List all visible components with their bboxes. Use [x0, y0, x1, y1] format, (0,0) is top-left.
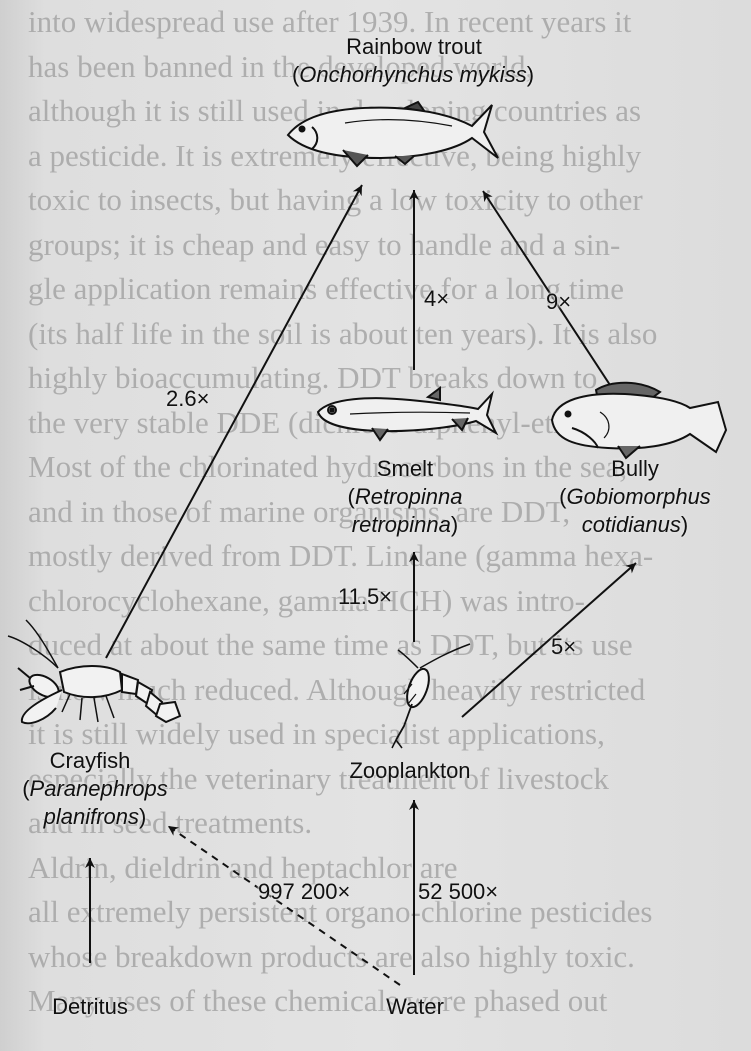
smelt-scientific-line2: retropinna)	[320, 511, 490, 539]
bully-common-label: Bully	[580, 455, 690, 483]
water-label: Water	[360, 993, 470, 1021]
bully-scientific-part2: cotidianus	[582, 512, 681, 537]
zooplankton-label: Zooplankton	[320, 757, 500, 785]
crayfish-scientific-part2: planifrons	[44, 804, 139, 829]
smelt-scientific-part2: retropinna	[352, 512, 451, 537]
arrow-bully-to-trout	[483, 191, 610, 385]
bully-scientific-part1: Gobiomorphus	[567, 484, 711, 509]
crayfish-icon	[8, 620, 180, 723]
arrow-zooplankton-to-bully	[462, 563, 636, 717]
crayfish-scientific-line1: (Paranephrops	[6, 775, 184, 803]
factor-water-to-zooplankton: 52 500×	[418, 879, 498, 905]
bully-scientific-line1: (Gobiomorphus	[530, 483, 740, 511]
smelt-icon	[318, 388, 496, 440]
detritus-label: Detritus	[30, 993, 150, 1021]
crayfish-common-label: Crayfish	[20, 747, 160, 775]
factor-bully-to-trout: 9×	[546, 289, 571, 315]
arrow-crayfish-to-trout	[106, 185, 362, 658]
factor-zooplankton-to-smelt: 11.5×	[338, 584, 392, 610]
arrow-water-to-crayfish	[168, 826, 400, 985]
bully-icon	[552, 383, 726, 458]
smelt-scientific-part1: Retropinna	[355, 484, 463, 509]
trout-scientific-name: Onchorhynchus mykiss	[299, 62, 526, 87]
factor-zooplankton-to-bully: 5×	[551, 634, 576, 660]
smelt-common-label: Smelt	[350, 455, 460, 483]
crayfish-scientific-line2: planifrons)	[6, 803, 184, 831]
factor-water-to-crayfish: 997 200×	[258, 879, 350, 905]
smelt-scientific-line1: (Retropinna	[320, 483, 490, 511]
trout-scientific-label: (Onchorhynchus mykiss)	[248, 61, 578, 89]
bully-scientific-line2: cotidianus)	[530, 511, 740, 539]
rainbow-trout-icon	[288, 102, 498, 166]
factor-smelt-to-trout: 4×	[424, 286, 449, 312]
zooplankton-icon	[392, 644, 470, 748]
crayfish-scientific-part1: Paranephrops	[30, 776, 168, 801]
factor-crayfish-to-trout: 2.6×	[166, 386, 209, 412]
trout-common-label: Rainbow trout	[314, 33, 514, 61]
